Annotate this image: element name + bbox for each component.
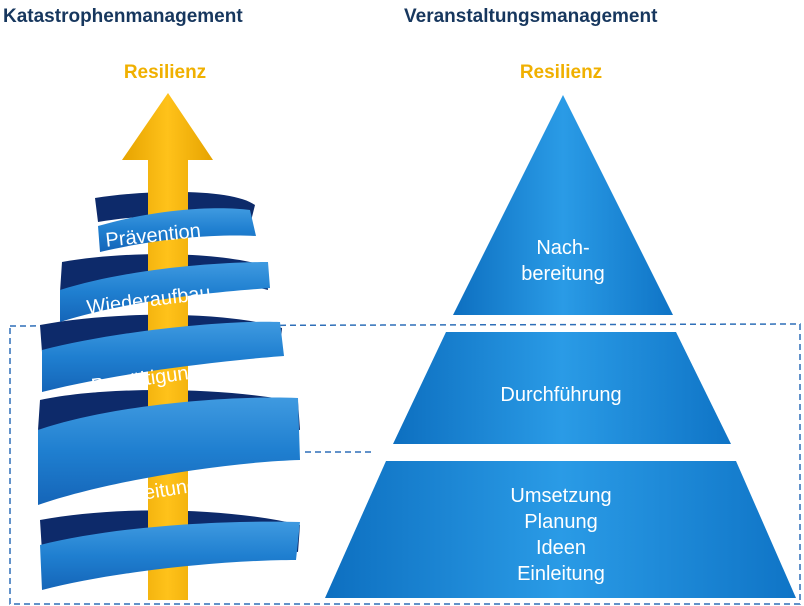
left-resilience-label: Resilienz [123,62,207,83]
spiral-ribbon-front [38,208,300,590]
pyramid-bottom-line: Ideen [535,537,587,559]
pyramid-bottom-line: Einleitung [517,563,605,585]
pyramid-top-line: Nach- [536,237,590,259]
pyramid-top-label: Nach- bereitung [521,235,604,287]
pyramid-middle-label: Durchführung [500,382,621,408]
dashed-boundary [9,323,801,605]
pyramid-bottom-line: Umsetzung [510,485,612,507]
pyramid-tier-middle [393,332,731,444]
right-resilience-label: Resilienz [519,62,603,83]
pyramid-top-line: bereitung [521,263,605,285]
pyramid-middle-line: Durchführung [500,384,622,406]
left-heading: Katastrophenmanagement [3,6,243,27]
pyramid-bottom-label: Umsetzung Planung Ideen Einleitung [510,483,611,587]
pyramid-tier-top [453,95,673,315]
pyramid-bottom-line: Planung [524,511,598,533]
right-heading: Veranstaltungsmanagement [404,6,658,27]
pyramid-tier-bottom [325,461,796,598]
